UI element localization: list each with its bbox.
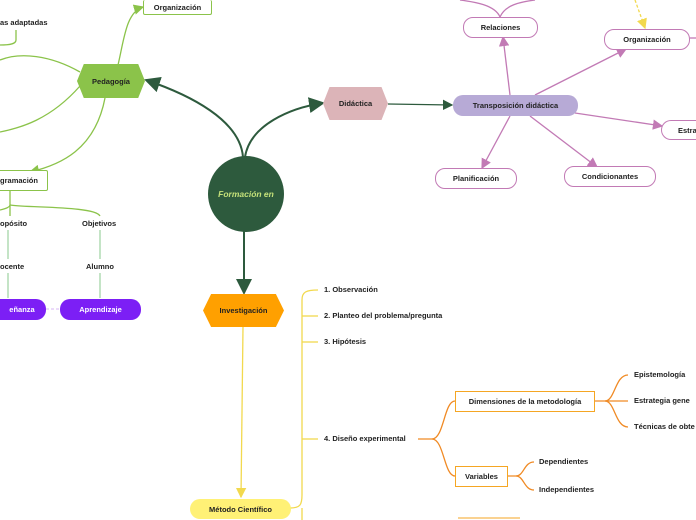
ensenanza-node[interactable]: eñanza <box>0 299 46 320</box>
independientes-label[interactable]: Independientes <box>539 485 595 494</box>
organizacion-didactica-node[interactable]: Organización <box>604 29 690 50</box>
dimensiones-label: Dimensiones de la metodología <box>468 397 582 406</box>
organizacion-didactica-label: Organización <box>623 35 671 44</box>
investigacion-label: Investigación <box>219 306 268 315</box>
programacion-label: gramación <box>0 176 38 185</box>
step-hipotesis[interactable]: 3. Hipótesis <box>324 337 367 346</box>
adaptadas-label[interactable]: as adaptadas <box>0 18 48 27</box>
aprendizaje-label: Aprendizaje <box>79 305 122 314</box>
pedagogia-label: Pedagogía <box>92 76 130 86</box>
ensenanza-label: eñanza <box>9 305 35 314</box>
tecnicas-label[interactable]: Técnicas de obte <box>634 422 695 431</box>
planificacion-node[interactable]: Planificación <box>435 168 517 189</box>
variables-node[interactable]: Variables <box>455 466 508 487</box>
organizacion-pedagogia-node[interactable]: Organización <box>143 0 212 15</box>
programacion-node[interactable]: gramación <box>0 170 48 191</box>
pedagogia-node[interactable]: Pedagogía <box>77 64 145 98</box>
organizacion-label: Organización <box>153 2 202 12</box>
dimensiones-node[interactable]: Dimensiones de la metodología <box>455 391 595 412</box>
docente-label[interactable]: ocente <box>0 262 25 271</box>
central-topic-label: Formación en <box>218 189 274 199</box>
estrategia-label[interactable]: Estrategia gene <box>634 396 690 405</box>
investigacion-node[interactable]: Investigación <box>203 294 284 327</box>
planificacion-label: Planificación <box>452 174 500 183</box>
transposicion-label: Transposición didáctica <box>472 101 559 110</box>
metodo-cientifico-label: Método Científico <box>209 504 272 514</box>
step-planteo-problema[interactable]: 2. Planteo del problema/pregunta <box>324 311 443 320</box>
central-topic[interactable]: Formación en <box>208 156 284 232</box>
alumno-label[interactable]: Alumno <box>86 262 114 271</box>
aprendizaje-node[interactable]: Aprendizaje <box>60 299 141 320</box>
epistemologia-label[interactable]: Epistemología <box>634 370 686 379</box>
objetivos-label[interactable]: Objetivos <box>82 219 117 228</box>
dependientes-label[interactable]: Dependientes <box>539 457 589 466</box>
transposicion-node[interactable]: Transposición didáctica <box>453 95 578 116</box>
relaciones-node[interactable]: Relaciones <box>463 17 538 38</box>
step-observacion[interactable]: 1. Observación <box>324 285 378 294</box>
didactica-label: Didáctica <box>338 99 373 108</box>
step-diseno-experimental[interactable]: 4. Diseño experimental <box>324 434 406 443</box>
condicionantes-node[interactable]: Condicionantes <box>564 166 656 187</box>
didactica-node[interactable]: Didáctica <box>323 87 388 120</box>
variables-label: Variables <box>465 472 498 481</box>
estrategias-label: Estra <box>678 125 696 135</box>
condicionantes-label: Condicionantes <box>581 172 639 181</box>
relaciones-label: Relaciones <box>480 23 521 32</box>
proposito-label[interactable]: opósito <box>0 219 28 228</box>
estrategias-node[interactable]: Estra <box>661 120 696 140</box>
metodo-cientifico-node[interactable]: Método Científico <box>190 499 291 519</box>
